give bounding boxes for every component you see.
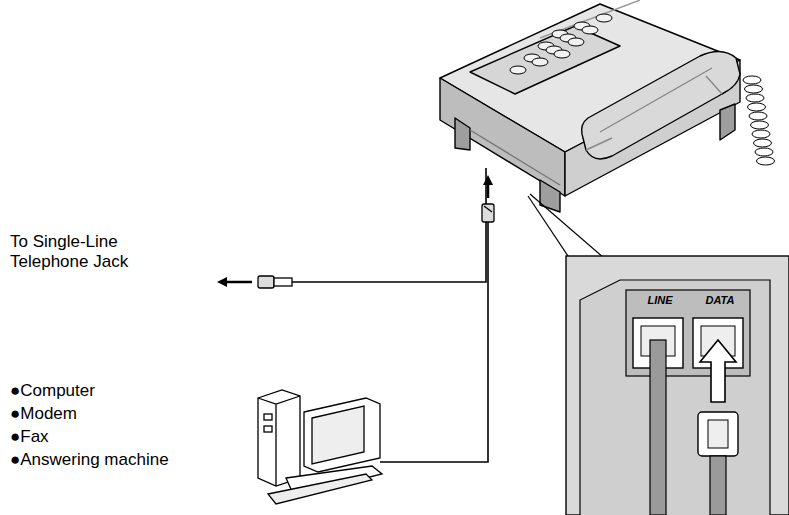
data-cord (380, 222, 488, 462)
direction-arrow (222, 281, 252, 284)
modular-plug (482, 204, 494, 222)
jack-inset (566, 256, 789, 515)
telephone (440, 0, 740, 212)
key-button (510, 66, 526, 74)
key-button (554, 50, 570, 58)
computer (258, 390, 382, 504)
coiled-cord (754, 139, 772, 147)
modular-plug (258, 276, 292, 288)
coiled-cord (745, 85, 763, 93)
key-button (532, 58, 548, 66)
jack-label: LINE (640, 294, 680, 307)
coiled-cord (749, 112, 767, 120)
device-item: ●Modem (10, 404, 210, 424)
coiled-cord (757, 157, 775, 165)
destination-label: To Single-Line Telephone Jack (10, 232, 160, 273)
device-item: ●Fax (10, 427, 210, 447)
key-button (596, 14, 612, 22)
coiled-cord (752, 130, 770, 138)
coiled-cord (748, 103, 766, 111)
coiled-cord (743, 76, 761, 84)
coiled-cord (755, 148, 773, 156)
jack-label: DATA (699, 294, 741, 307)
line-cord (292, 168, 486, 282)
direction-arrow (487, 180, 490, 198)
leader-line (528, 194, 604, 262)
device-item: ●Answering machine (10, 450, 230, 470)
key-button (568, 38, 584, 46)
coiled-cord (751, 121, 769, 129)
key-button (582, 26, 598, 34)
coiled-cord (746, 94, 764, 102)
device-item: ●Computer (10, 381, 210, 401)
